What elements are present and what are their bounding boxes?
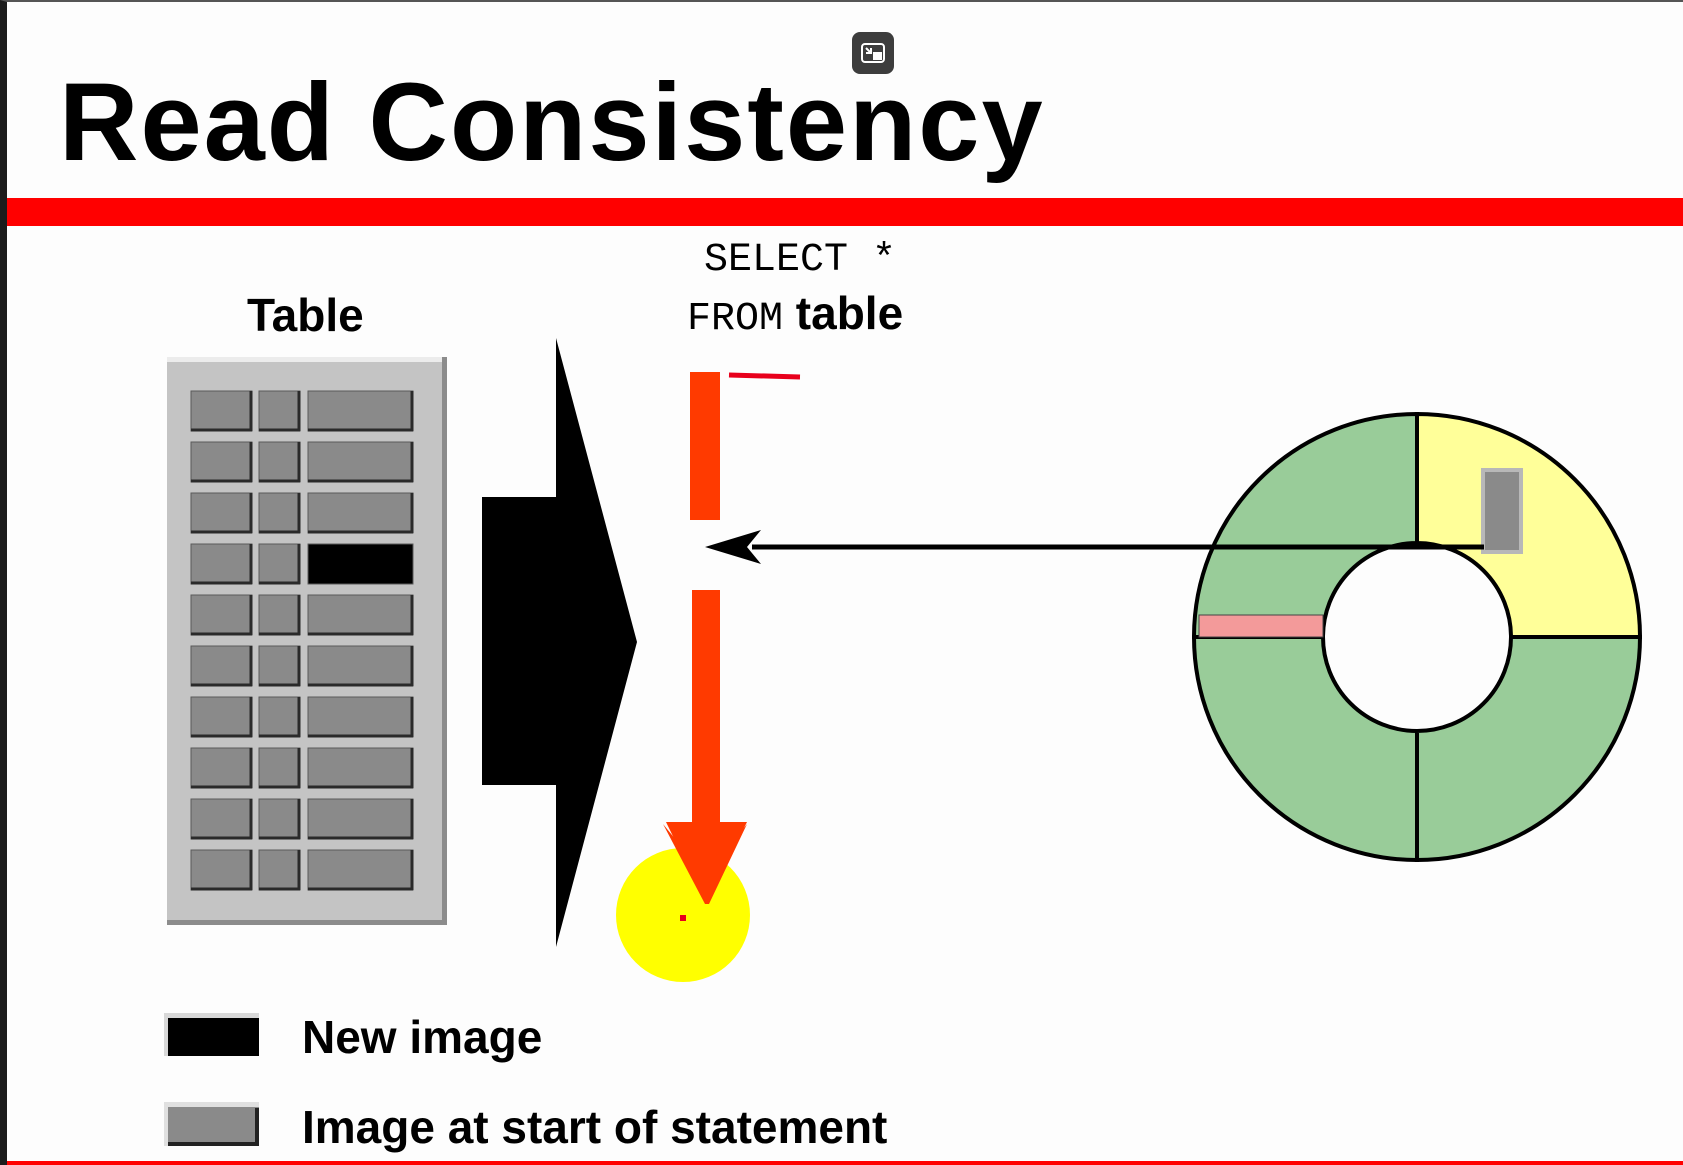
table-cell (307, 747, 414, 789)
scan-arrowhead-fill (666, 822, 747, 904)
ring-segment-top-left (1191, 411, 1419, 639)
table-frame-highlight (167, 357, 447, 362)
cursor-dot (680, 915, 686, 921)
table-cell (307, 390, 414, 432)
table-grid (167, 357, 447, 925)
table-cell (190, 594, 253, 636)
table-cell (190, 798, 253, 840)
table-frame-shadow-right (442, 357, 447, 925)
table-cell (190, 492, 253, 534)
table-cell (307, 594, 414, 636)
slide-title: Read Consistency (59, 61, 1045, 184)
table-cell (190, 645, 253, 687)
query-table-word: table (795, 287, 904, 339)
undo-block-gray (1481, 468, 1523, 554)
table-cell (258, 543, 301, 585)
table-cell (307, 849, 414, 891)
table-cell (307, 696, 414, 738)
table-cell (307, 492, 414, 534)
table-cell (258, 645, 301, 687)
table-cell (307, 798, 414, 840)
table-cell-new-image (307, 543, 414, 585)
legend-swatch-old (164, 1102, 259, 1146)
query-select-line: SELECT * (704, 238, 897, 283)
bottom-divider (7, 1161, 1683, 1165)
legend-old-image-label: Image at start of statement (302, 1101, 888, 1153)
legend-swatch-new (164, 1013, 259, 1056)
table-cell (258, 441, 301, 483)
table-cell (258, 594, 301, 636)
table-cell (258, 849, 301, 891)
table-cell (190, 543, 253, 585)
table-label: Table (247, 289, 364, 341)
table-cell (307, 645, 414, 687)
table-cell (258, 492, 301, 534)
table-cell (307, 441, 414, 483)
table-cell (258, 696, 301, 738)
table-cell (190, 849, 253, 891)
table-cell (190, 747, 253, 789)
undo-segments-ring (1191, 411, 1643, 863)
scan-bar-upper (690, 372, 720, 520)
ring-segment-top-right (1415, 411, 1643, 639)
exit-fullscreen-icon (861, 43, 885, 63)
undo-read-arrowhead (705, 530, 761, 564)
scan-bar-lower (692, 590, 720, 840)
exit-fullscreen-button[interactable] (852, 32, 894, 74)
scan-tick (728, 372, 801, 380)
ring-segment-bottom-right (1415, 635, 1643, 863)
query-from-keyword: FROM (687, 297, 784, 342)
table-cell (190, 441, 253, 483)
table-cell (258, 390, 301, 432)
table-cell (258, 798, 301, 840)
table-cell (258, 747, 301, 789)
title-divider (7, 198, 1683, 226)
table-frame-shadow (167, 920, 447, 925)
legend-new-image-label: New image (302, 1011, 543, 1063)
table-cell (190, 696, 253, 738)
diagram-canvas (164, 338, 1643, 1146)
query-from-line: FROM table (687, 286, 903, 342)
undo-block-pink (1198, 614, 1324, 638)
ring-segment-bottom-left (1191, 635, 1419, 863)
table-cell (190, 390, 253, 432)
process-arrow (482, 338, 637, 947)
